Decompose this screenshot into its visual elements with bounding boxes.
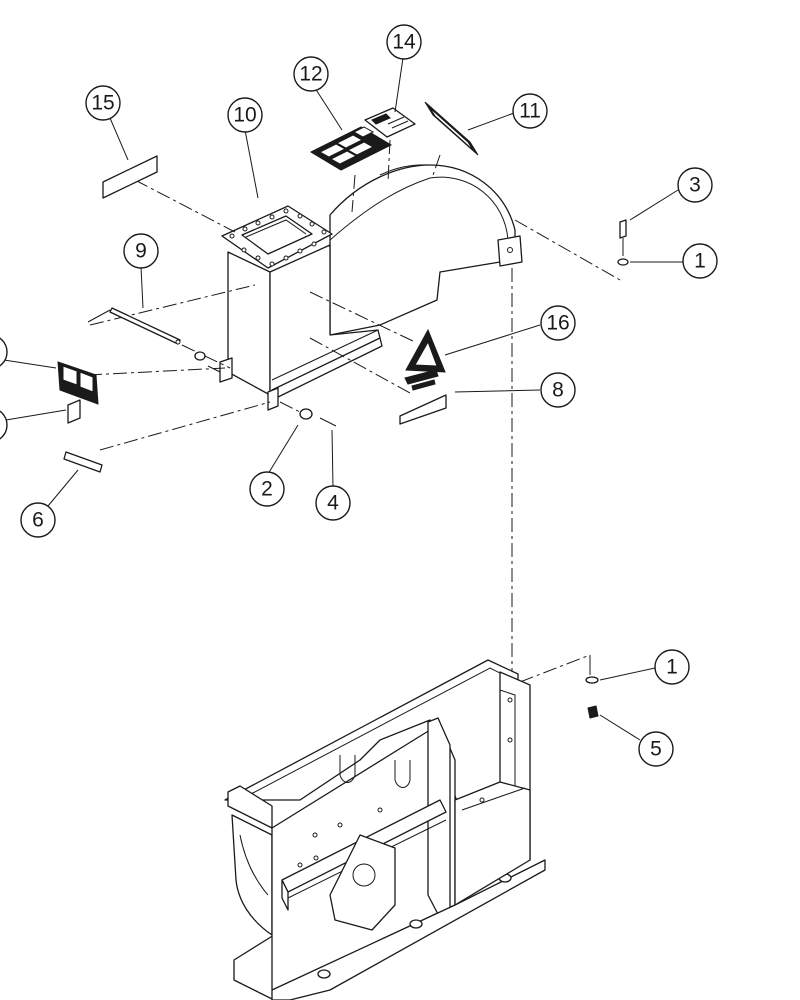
svg-text:10: 10 <box>233 104 256 127</box>
decal-item-16 <box>404 328 446 391</box>
frame-left-curved-wall <box>231 814 273 936</box>
washer-item-1-top <box>617 258 629 266</box>
svg-text:4: 4 <box>327 492 339 515</box>
svg-text:12: 12 <box>299 63 322 86</box>
svg-text:1: 1 <box>694 250 706 273</box>
pin-item-4 <box>319 417 337 427</box>
svg-text:11: 11 <box>519 100 541 123</box>
washer-left <box>194 351 206 361</box>
balloon-3: 3 <box>677 167 713 203</box>
frame-base-plate <box>271 859 546 1000</box>
decal-item-7 <box>67 399 81 424</box>
svg-text:1: 1 <box>666 656 678 679</box>
decals <box>57 101 479 473</box>
balloon-9: 9 <box>123 233 159 269</box>
decal-item-8 <box>399 394 447 425</box>
balloon-16: 16 <box>540 305 576 341</box>
pivot-tab-right <box>267 387 279 411</box>
svg-text:2: 2 <box>261 478 273 501</box>
phantom-lines-upper <box>87 139 621 683</box>
pivot-tab <box>219 357 233 383</box>
hood-rim <box>379 164 431 176</box>
hood-assembly <box>219 164 523 411</box>
balloon-4: 4 <box>315 485 351 521</box>
hood-curved-shell <box>329 164 516 336</box>
frame-right-inner <box>454 781 531 906</box>
balloon-15: 15 <box>85 85 121 121</box>
flange-opening-inner <box>245 219 307 238</box>
pin-rod-item-9 <box>87 307 181 345</box>
decal-item-12 <box>309 126 393 171</box>
chute-bottom-lip <box>271 329 379 381</box>
frame-assembly <box>224 659 546 1000</box>
balloon-6: 6 <box>20 502 56 538</box>
balloons: 15 10 12 14 11 3 1 9 <box>0 24 718 767</box>
hardware-lower <box>585 655 599 719</box>
bolt-item-3 <box>619 219 627 256</box>
balloon-12: 12 <box>293 56 329 92</box>
svg-text:14: 14 <box>392 31 416 54</box>
chute-body <box>227 251 271 396</box>
hardware-upper <box>87 219 629 427</box>
balloon-1-top: 1 <box>682 243 718 279</box>
decal-item-15 <box>102 155 158 199</box>
svg-text:8: 8 <box>552 379 564 402</box>
svg-text:16: 16 <box>546 312 569 335</box>
hood-inner-edge <box>329 176 509 241</box>
washer-item-1-bottom <box>585 676 599 684</box>
svg-text:9: 9 <box>135 240 147 263</box>
balloon-8: 8 <box>540 372 576 408</box>
pivot-hole <box>352 863 376 887</box>
balloon-11: 11 <box>512 93 548 129</box>
frame-left-panel <box>227 785 273 829</box>
svg-text:15: 15 <box>91 92 114 115</box>
svg-text:6: 6 <box>32 509 44 532</box>
decal-item-14 <box>364 107 416 138</box>
svg-text:5: 5 <box>650 738 662 761</box>
balloon-10: 10 <box>227 97 263 133</box>
balloon-1-bottom: 1 <box>654 649 690 685</box>
balloon-partial-7 <box>0 410 8 440</box>
flange-bolt-holes <box>229 208 327 267</box>
leader-lines <box>3 57 684 741</box>
svg-text:3: 3 <box>689 174 701 197</box>
balloon-2: 2 <box>249 471 285 507</box>
balloon-5: 5 <box>638 731 674 767</box>
balloon-14: 14 <box>386 24 422 60</box>
washer-item-2 <box>299 408 313 420</box>
decal-item-13 <box>57 361 99 405</box>
nut-item-5 <box>587 705 599 719</box>
balloon-partial-13 <box>0 337 8 367</box>
decal-item-6 <box>63 451 103 473</box>
